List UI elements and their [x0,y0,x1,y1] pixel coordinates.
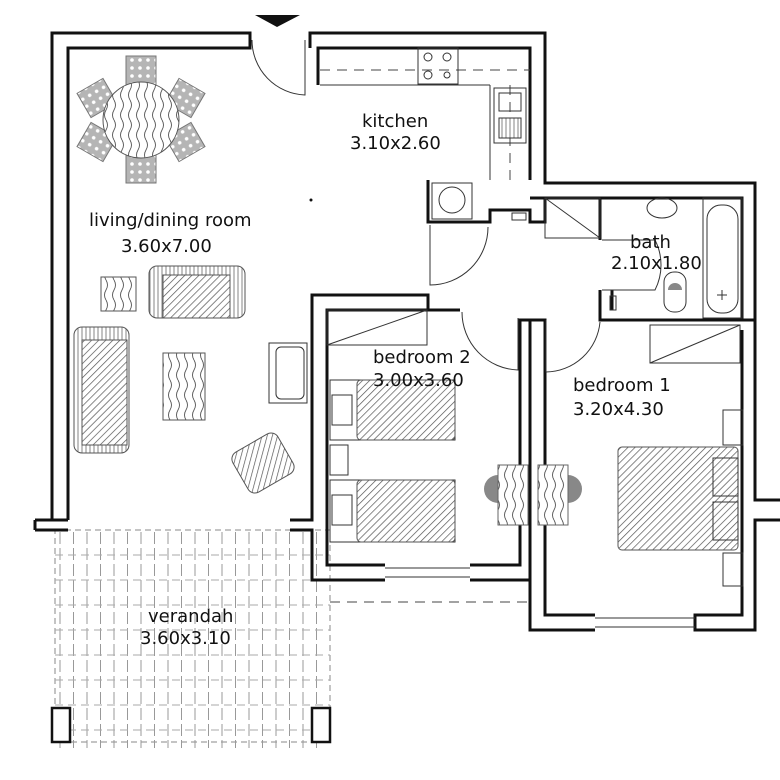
washbasin-icon [646,197,678,219]
dining-table-icon [76,55,206,184]
entrance-arrow-icon [255,15,300,27]
verandah-size: 3.60x3.10 [140,628,231,649]
tv-unit-icon [268,342,308,404]
kitchen-fixtures [320,47,530,221]
room-labels: kitchen 3.10x2.60 living/dining room 3.6… [89,111,702,649]
desk-icon [484,464,529,526]
coffee-table-icon [162,352,206,421]
living-label: living/dining room [89,210,252,231]
bedroom1-label: bedroom 1 [573,375,671,396]
verandah-area [50,529,530,748]
verandah-post [310,706,332,744]
bedroom2-furniture [329,379,529,543]
toilet-icon [663,271,687,313]
bathtub-icon [706,204,739,314]
verandah-post [50,706,72,744]
washing-machine-icon [431,182,473,220]
armchair-icon [231,432,295,494]
bath-label: bath [630,232,671,253]
bedroom1-furniture [537,409,744,587]
bedroom2-size: 3.00x3.60 [373,370,464,391]
bedroom1-size: 3.20x4.30 [573,399,664,420]
living-furniture [73,55,313,494]
bath-size: 2.10x1.80 [611,253,702,274]
sink-icon [493,87,527,144]
stove-icon [417,47,459,85]
verandah-label: verandah [148,606,233,627]
sofa-icon [148,265,246,319]
bedroom2-label: bedroom 2 [373,347,471,368]
living-size: 3.60x7.00 [121,236,212,257]
desk-icon [537,464,582,526]
doors [251,39,662,373]
kitchen-label: kitchen [362,111,428,132]
double-bed-icon [617,446,739,551]
sofa-icon [73,326,130,454]
side-table-icon [100,276,137,312]
closets [326,197,741,364]
kitchen-size: 3.10x2.60 [350,133,441,154]
single-bed-icon [329,379,456,441]
single-bed-icon [329,479,456,543]
bath-fixtures [609,197,743,319]
